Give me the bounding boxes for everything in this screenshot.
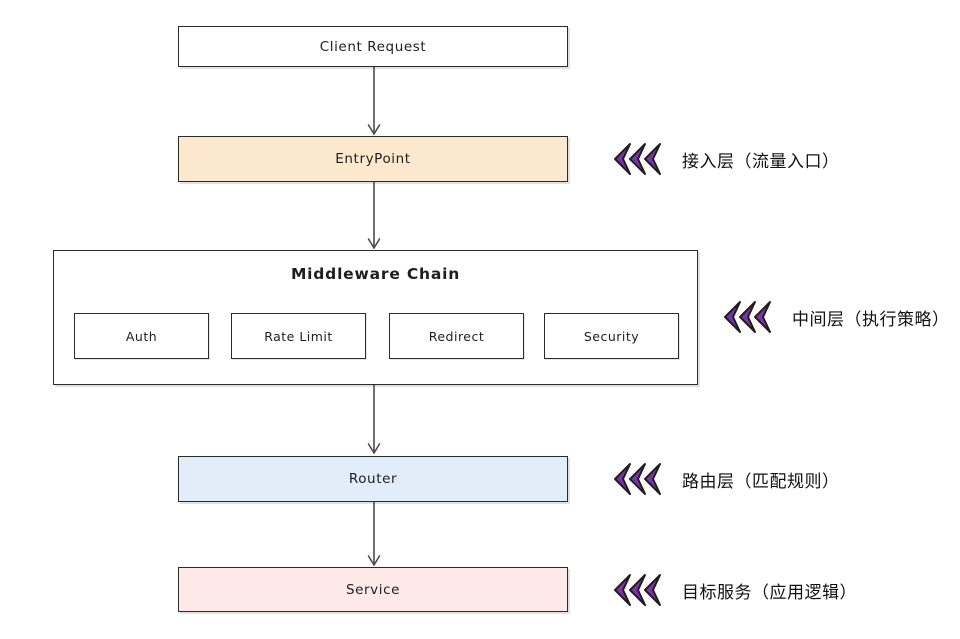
annotation-router-layer: 路由层（匹配规则）	[612, 461, 840, 497]
annotation-middleware-layer-label: 中间层（执行策略）	[792, 309, 950, 330]
node-entrypoint-label: EntryPoint	[335, 151, 411, 167]
annotation-entry-layer-label: 接入层（流量入口）	[682, 151, 840, 172]
node-router: Router	[178, 456, 568, 502]
annotation-middleware-layer: 中间层（执行策略）	[722, 299, 950, 335]
annotation-router-layer-label: 路由层（匹配规则）	[682, 471, 840, 492]
node-auth: Auth	[74, 313, 209, 359]
triple-chevron-left-icon	[612, 142, 662, 176]
node-service-label: Service	[345, 581, 401, 598]
node-redirect-label: Redirect	[428, 328, 485, 344]
group-middleware-chain: Middleware Chain Auth Rate Limit Redirec…	[53, 250, 698, 385]
triple-chevron-left-icon	[612, 462, 662, 496]
node-auth-label: Auth	[125, 328, 158, 344]
triple-chevron-left-icon	[722, 300, 772, 334]
node-rate-limit-label: Rate Limit	[264, 328, 333, 344]
arrow-middleware-to-router	[365, 385, 383, 455]
node-security-label: Security	[583, 328, 640, 344]
node-client-request: Client Request	[178, 26, 568, 67]
node-redirect: Redirect	[389, 313, 524, 359]
arrow-router-to-service	[365, 502, 383, 567]
arrow-entrypoint-to-middleware	[365, 182, 383, 250]
annotation-entry-layer: 接入层（流量入口）	[612, 141, 840, 177]
annotation-service-layer: 目标服务（应用逻辑）	[612, 572, 857, 608]
triple-chevron-left-icon	[612, 573, 662, 607]
node-service: Service	[178, 567, 568, 612]
node-security: Security	[544, 313, 679, 359]
node-client-request-label: Client Request	[319, 38, 427, 55]
node-rate-limit: Rate Limit	[231, 313, 366, 359]
node-entrypoint: EntryPoint	[178, 136, 568, 182]
arrow-client-to-entrypoint	[365, 67, 383, 136]
node-router-label: Router	[348, 471, 398, 487]
group-middleware-chain-title: Middleware Chain	[290, 265, 461, 283]
annotation-service-layer-label: 目标服务（应用逻辑）	[682, 582, 857, 603]
